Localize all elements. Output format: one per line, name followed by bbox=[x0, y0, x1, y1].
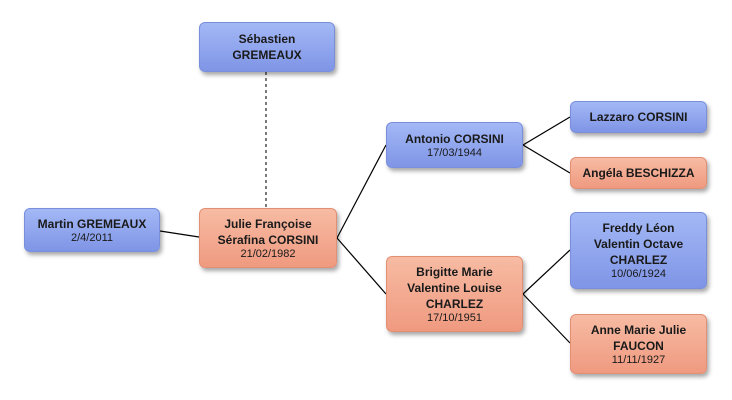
person-node-anne[interactable]: Anne Marie Julie FAUCON 11/11/1927 bbox=[570, 314, 707, 374]
link-martin-julie bbox=[159, 230, 200, 238]
link-antonio-angela bbox=[522, 144, 571, 174]
person-name-line: Antonio CORSINI bbox=[405, 131, 504, 146]
person-name-line: Brigitte Marie bbox=[416, 264, 493, 279]
link-antonio-lazzaro bbox=[522, 116, 571, 146]
person-date: 17/03/1944 bbox=[426, 146, 483, 159]
person-node-freddy[interactable]: Freddy Léon Valentin Octave CHARLEZ 10/0… bbox=[570, 212, 707, 289]
person-node-julie[interactable]: Julie Françoise Sérafina CORSINI 21/02/1… bbox=[199, 208, 337, 268]
person-node-sebastien[interactable]: Sébastien GREMEAUX bbox=[199, 22, 335, 72]
person-name-line: Valentin Octave bbox=[593, 237, 684, 251]
person-name-line: Valentine Louise bbox=[407, 280, 502, 295]
person-date: 17/10/1951 bbox=[426, 311, 483, 324]
person-name-line: Anne Marie Julie bbox=[590, 322, 687, 337]
person-name-line: Julie Françoise bbox=[224, 216, 312, 231]
person-date: 10/06/1924 bbox=[610, 268, 667, 280]
person-node-angela[interactable]: Angéla BESCHIZZA bbox=[570, 157, 707, 189]
person-name-line: Angéla BESCHIZZA bbox=[582, 166, 695, 180]
person-name-line: CHARLEZ bbox=[609, 253, 668, 267]
person-node-antonio[interactable]: Antonio CORSINI 17/03/1944 bbox=[386, 122, 523, 168]
person-date: 2/4/2011 bbox=[70, 231, 113, 244]
link-brigitte-freddy bbox=[522, 249, 571, 295]
person-node-lazzaro[interactable]: Lazzaro CORSINI bbox=[570, 101, 707, 133]
link-julie-antonio bbox=[336, 144, 387, 239]
person-name-line: FAUCON bbox=[613, 338, 664, 353]
person-name-line: CHARLEZ bbox=[425, 296, 484, 311]
person-name-line: GREMEAUX bbox=[232, 48, 302, 62]
person-name-line: Lazzaro CORSINI bbox=[589, 110, 688, 124]
person-node-martin[interactable]: Martin GREMEAUX 2/4/2011 bbox=[24, 208, 160, 252]
person-date: 11/11/1927 bbox=[611, 353, 666, 366]
person-node-brigitte[interactable]: Brigitte Marie Valentine Louise CHARLEZ … bbox=[386, 256, 523, 332]
person-name-line: Sébastien bbox=[238, 32, 296, 46]
person-name-line: Martin GREMEAUX bbox=[37, 216, 147, 231]
link-julie-brigitte bbox=[336, 237, 387, 295]
link-brigitte-anne bbox=[522, 293, 571, 344]
person-date: 21/02/1982 bbox=[240, 247, 296, 260]
person-name-line: Freddy Léon bbox=[602, 221, 675, 235]
person-name-line: Sérafina CORSINI bbox=[217, 232, 319, 247]
